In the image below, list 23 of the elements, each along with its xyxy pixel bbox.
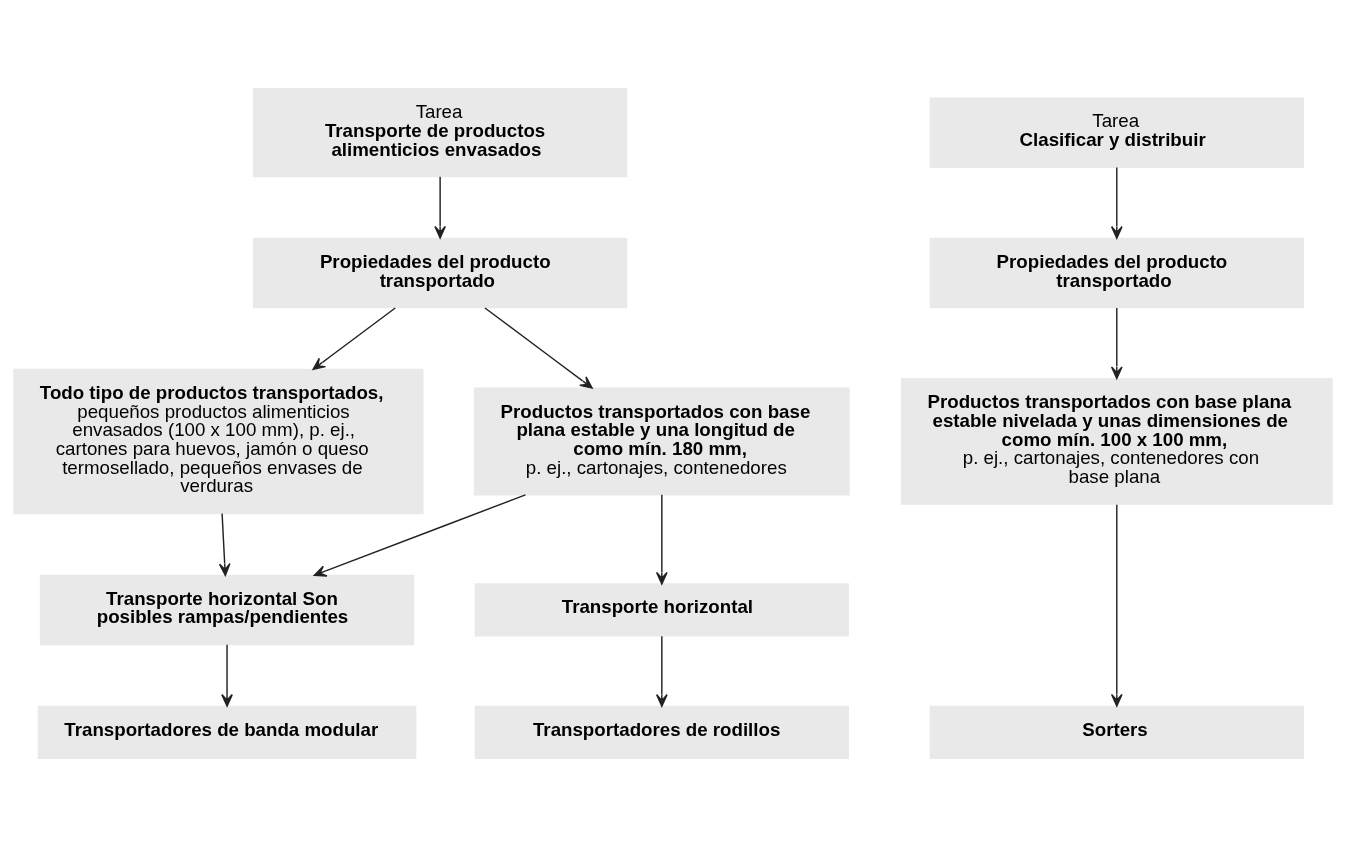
arrow [434,176,447,239]
node-box: Transporte horizontal Son posibles rampas/pendientes [39,574,415,646]
node-box: Propiedades del producto transportado [252,237,628,309]
node-box: Propiedades del producto transportado [929,237,1304,309]
arrow [655,494,668,585]
node-box: Sorters [929,705,1304,759]
node-box: Todo tipo de productos transportados, pequeños productos alimenticios envasados (100 x 100 mm), p. ej., cartones para huevos, jamón o queso termosellado, pequeños envases de verduras [13,368,424,515]
arrow [1110,504,1123,707]
arrow [484,307,593,389]
arrow [655,635,668,707]
arrow [221,643,233,707]
node-box: Productos transportados con base plana estable nivelada y unas dimensiones de como mín. 100 x 100 mm, p. ej., cartonajes, contenedores con base plana [900,378,1333,505]
arrow [1110,307,1123,380]
arrow [218,512,231,577]
node-box: Transporte horizontal [474,583,849,637]
arrow [313,494,527,577]
node-box: Tarea Transporte de productos alimenticios envasados [252,88,628,178]
arrow [312,307,396,371]
node-box: Transportadores de rodillos [474,705,849,759]
node-box: Transportadores de banda modular [37,705,417,759]
arrow [1110,166,1123,239]
node-box: Productos transportados con base plana estable y una longitud de como mín. 180 mm, p. ej., cartonajes, contenedores [473,387,850,496]
node-box: Tarea Clasificar y distribuir [929,97,1304,168]
